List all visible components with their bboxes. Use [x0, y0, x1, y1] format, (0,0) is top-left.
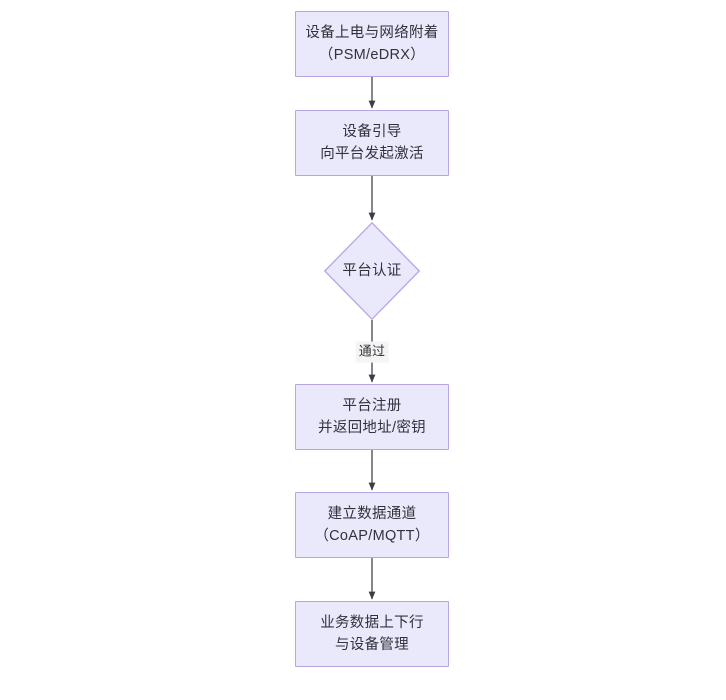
flow-node-platform-register[interactable]: 平台注册 并返回地址/密钥	[295, 384, 449, 450]
flow-node-label: 设备上电与网络附着 （PSM/eDRX）	[305, 24, 439, 63]
flow-node-business-data-and-device-management[interactable]: 业务数据上下行 与设备管理	[295, 601, 449, 667]
edge-label-pass: 通过	[355, 341, 389, 363]
flow-node-establish-data-channel[interactable]: 建立数据通道 （CoAP/MQTT）	[295, 492, 449, 558]
flow-node-label: 平台认证	[342, 262, 402, 279]
flow-node-platform-auth-decision[interactable]: 平台认证	[324, 222, 420, 320]
diamond-shape-icon	[324, 222, 420, 320]
flow-node-label: 设备引导 向平台发起激活	[320, 123, 424, 162]
flow-node-device-power-on[interactable]: 设备上电与网络附着 （PSM/eDRX）	[295, 11, 449, 77]
flow-node-device-bootstrap[interactable]: 设备引导 向平台发起激活	[295, 110, 449, 176]
flow-node-label: 业务数据上下行 与设备管理	[320, 614, 424, 653]
flow-node-label: 平台注册 并返回地址/密钥	[318, 397, 426, 436]
flow-node-label: 建立数据通道 （CoAP/MQTT）	[314, 505, 430, 544]
